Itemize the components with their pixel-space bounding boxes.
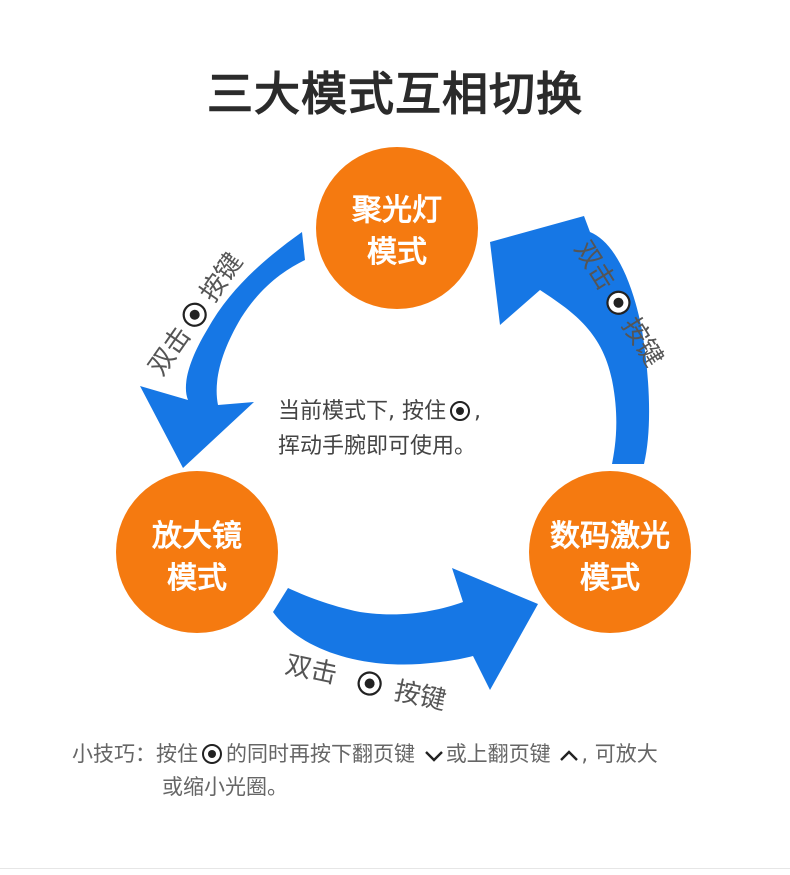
node-magnifier-line1: 放大镜 <box>151 519 242 554</box>
arrow-magnifier-to-laser <box>273 568 538 690</box>
node-spotlight-line2: 模式 <box>367 235 427 270</box>
tip-line-2: 或缩小光圈。 <box>162 775 288 799</box>
arrow-spotlight-to-magnifier <box>140 232 305 468</box>
tip-part-d: , 可放大 <box>581 742 658 766</box>
node-magnifier-line2: 模式 <box>167 561 227 596</box>
target-button-icon <box>202 744 222 764</box>
center-line-1: 当前模式下, 按住, <box>278 394 481 429</box>
tip-part-b: 的同时再按下翻页键 <box>226 742 415 766</box>
page-title: 三大模式互相切换 <box>207 67 583 121</box>
node-spotlight <box>316 147 478 309</box>
center-line-2: 挥动手腕即可使用。 <box>278 434 477 459</box>
target-button-icon <box>450 401 470 421</box>
chevron-down-icon <box>424 751 443 762</box>
node-laser-line1: 数码激光 <box>550 519 670 554</box>
center-line-1-text: 当前模式下, 按住 <box>278 399 446 424</box>
arrow-label-bottom-suffix: 按键 <box>392 676 449 716</box>
bottom-divider <box>0 868 790 869</box>
target-button-icon <box>355 669 384 698</box>
center-instructions: 当前模式下, 按住, 挥动手腕即可使用。 <box>278 394 481 464</box>
arrow-label-bottom-prefix: 双击 <box>283 650 340 690</box>
center-line-1-comma: , <box>474 399 481 424</box>
target-button-icon <box>178 298 212 332</box>
tip-text: 小技巧：按住 的同时再按下翻页键 或上翻页键 , 可放大 或缩小光圈。 <box>72 738 658 804</box>
node-laser-line2: 模式 <box>580 561 640 596</box>
node-laser <box>529 471 691 633</box>
node-spotlight-line1: 聚光灯 <box>351 193 442 228</box>
arrow-laser-to-spotlight <box>490 216 650 464</box>
chevron-up-icon <box>560 750 579 761</box>
tip-part-c: 或上翻页键 <box>445 742 551 766</box>
tip-part-a: 小技巧：按住 <box>72 742 198 766</box>
node-magnifier <box>116 471 278 633</box>
tip-line-1: 小技巧：按住 的同时再按下翻页键 或上翻页键 , 可放大 <box>72 738 658 771</box>
